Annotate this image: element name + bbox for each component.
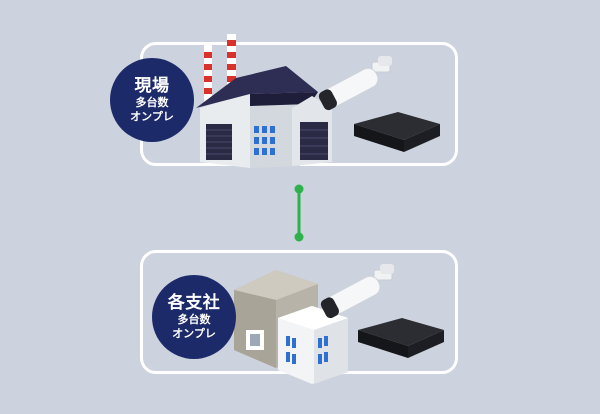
badge-line2: オンプレ	[130, 110, 174, 123]
security-camera-icon	[320, 264, 394, 319]
connector-line	[294, 184, 304, 242]
badge-line1: 多台数	[135, 96, 169, 109]
badge-line1: 多台数	[177, 313, 211, 326]
badge-title: 現場	[134, 76, 170, 96]
site-badge-top: 現場 多台数 オンプレ	[110, 58, 194, 142]
office-building-icon	[234, 270, 348, 384]
recorder-box-icon	[354, 112, 440, 152]
badge-line2: オンプレ	[172, 327, 216, 340]
security-camera-icon	[318, 56, 392, 111]
site-badge-bottom: 各支社 多台数 オンプレ	[152, 275, 236, 359]
badge-title: 各支社	[167, 293, 221, 313]
factory-icon	[196, 34, 332, 168]
recorder-box-icon	[358, 318, 444, 358]
